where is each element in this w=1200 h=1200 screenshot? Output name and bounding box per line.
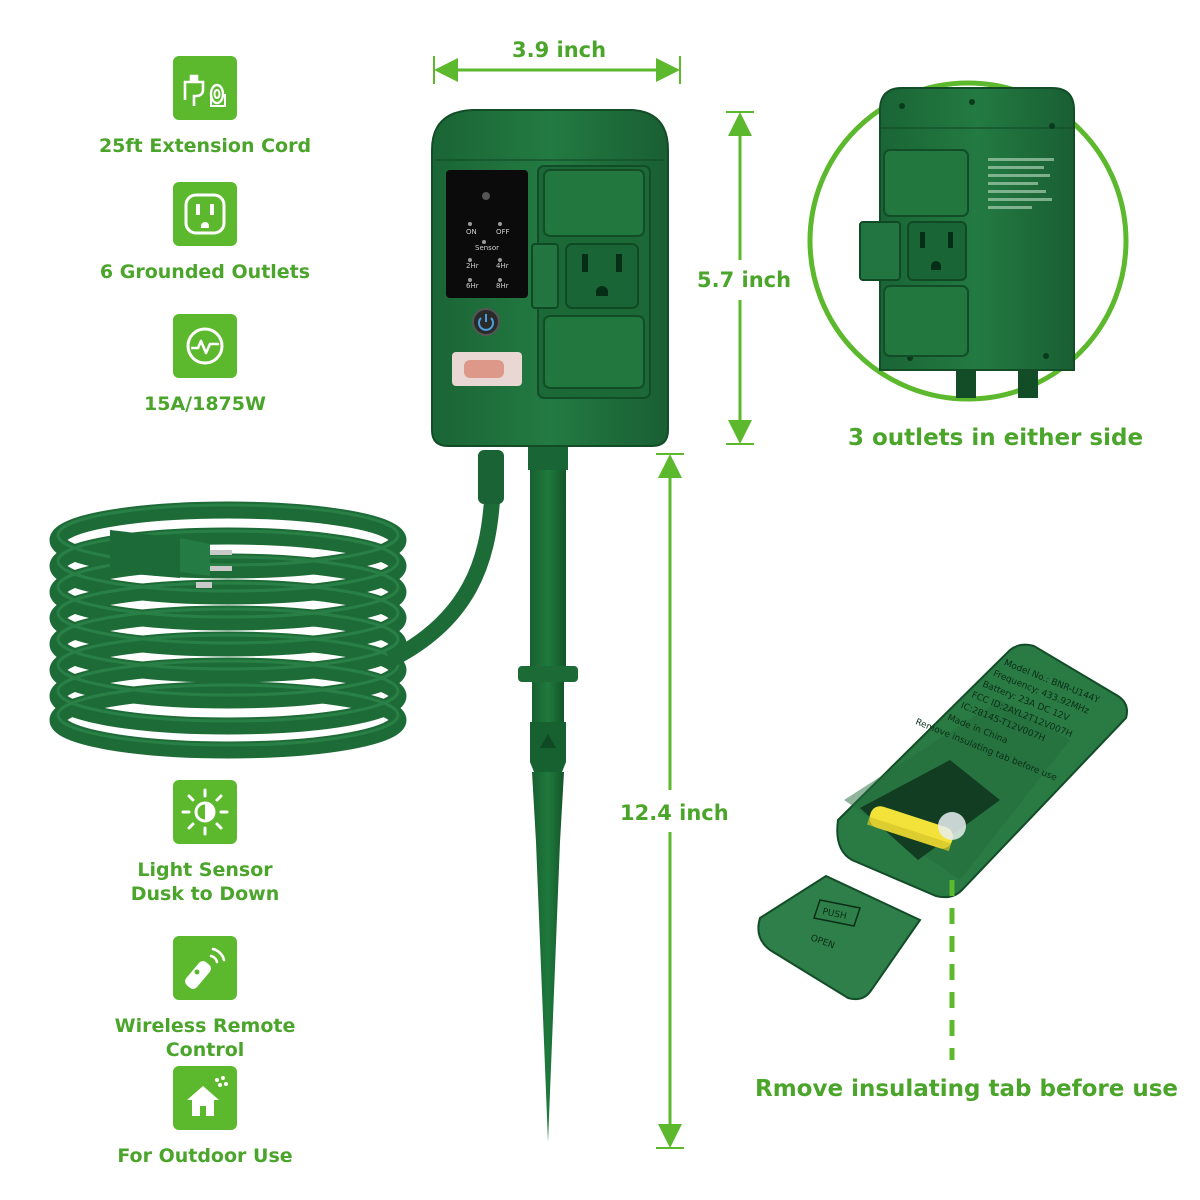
feature-label: 25ft Extension Cord	[98, 135, 312, 157]
feature-grounded-outlets: 6 Grounded Outlets	[80, 182, 330, 284]
feature-power-rating: 15A/1875W	[80, 314, 330, 416]
caption-side-outlets: 3 outlets in either side	[848, 425, 1144, 451]
cover-push: PUSH	[821, 907, 847, 922]
dimension-width: 3.9 inch	[512, 38, 607, 62]
label-6hr: 6Hr	[466, 282, 479, 290]
caption-insulating-tab: Rmove insulating tab before use	[755, 1076, 1178, 1102]
feature-label: 15A/1875W	[144, 393, 266, 415]
label-off: OFF	[496, 228, 510, 236]
feature-label-line2: Dusk to Down	[130, 883, 280, 905]
ground-stake	[518, 440, 578, 1142]
feature-extension-cord: 25ft Extension Cord	[80, 56, 330, 158]
remote-control: Model No.: BNR-U144Y Frequency: 433.92MH…	[757, 643, 1128, 1001]
side-view-inset	[807, 80, 1129, 402]
label-2hr: 2Hr	[466, 262, 479, 270]
feature-label: Wireless Remote Control	[114, 1015, 296, 1061]
coiled-cord	[49, 450, 504, 759]
feature-light-sensor: Light Sensor Dusk to Down	[80, 780, 330, 906]
plug-cord-icon	[173, 56, 237, 120]
label-on: ON	[466, 228, 477, 236]
dimension-stake: 12.4 inch	[620, 801, 729, 825]
feature-wireless-remote: Wireless Remote Control	[80, 936, 330, 1062]
feature-label: Light Sensor Dusk to Down	[80, 858, 330, 906]
dimension-lines	[433, 56, 955, 1149]
feature-outdoor-use: For Outdoor Use	[80, 1066, 330, 1168]
label-8hr: 8Hr	[496, 282, 509, 290]
dimension-height: 5.7 inch	[697, 268, 792, 292]
light-sensor-icon	[173, 780, 237, 844]
feature-label: For Outdoor Use	[117, 1145, 293, 1167]
feature-label: 6 Grounded Outlets	[99, 261, 311, 283]
outlet-icon	[173, 182, 237, 246]
power-stake-device: ON OFF Sensor 2Hr 4Hr 6Hr 8Hr	[431, 109, 669, 447]
feature-label-line1: Light Sensor	[137, 859, 273, 881]
outdoor-home-icon	[173, 1066, 237, 1130]
power-pulse-icon	[173, 314, 237, 378]
label-sensor: Sensor	[475, 244, 499, 252]
remote-icon	[173, 936, 237, 1000]
label-4hr: 4Hr	[496, 262, 509, 270]
